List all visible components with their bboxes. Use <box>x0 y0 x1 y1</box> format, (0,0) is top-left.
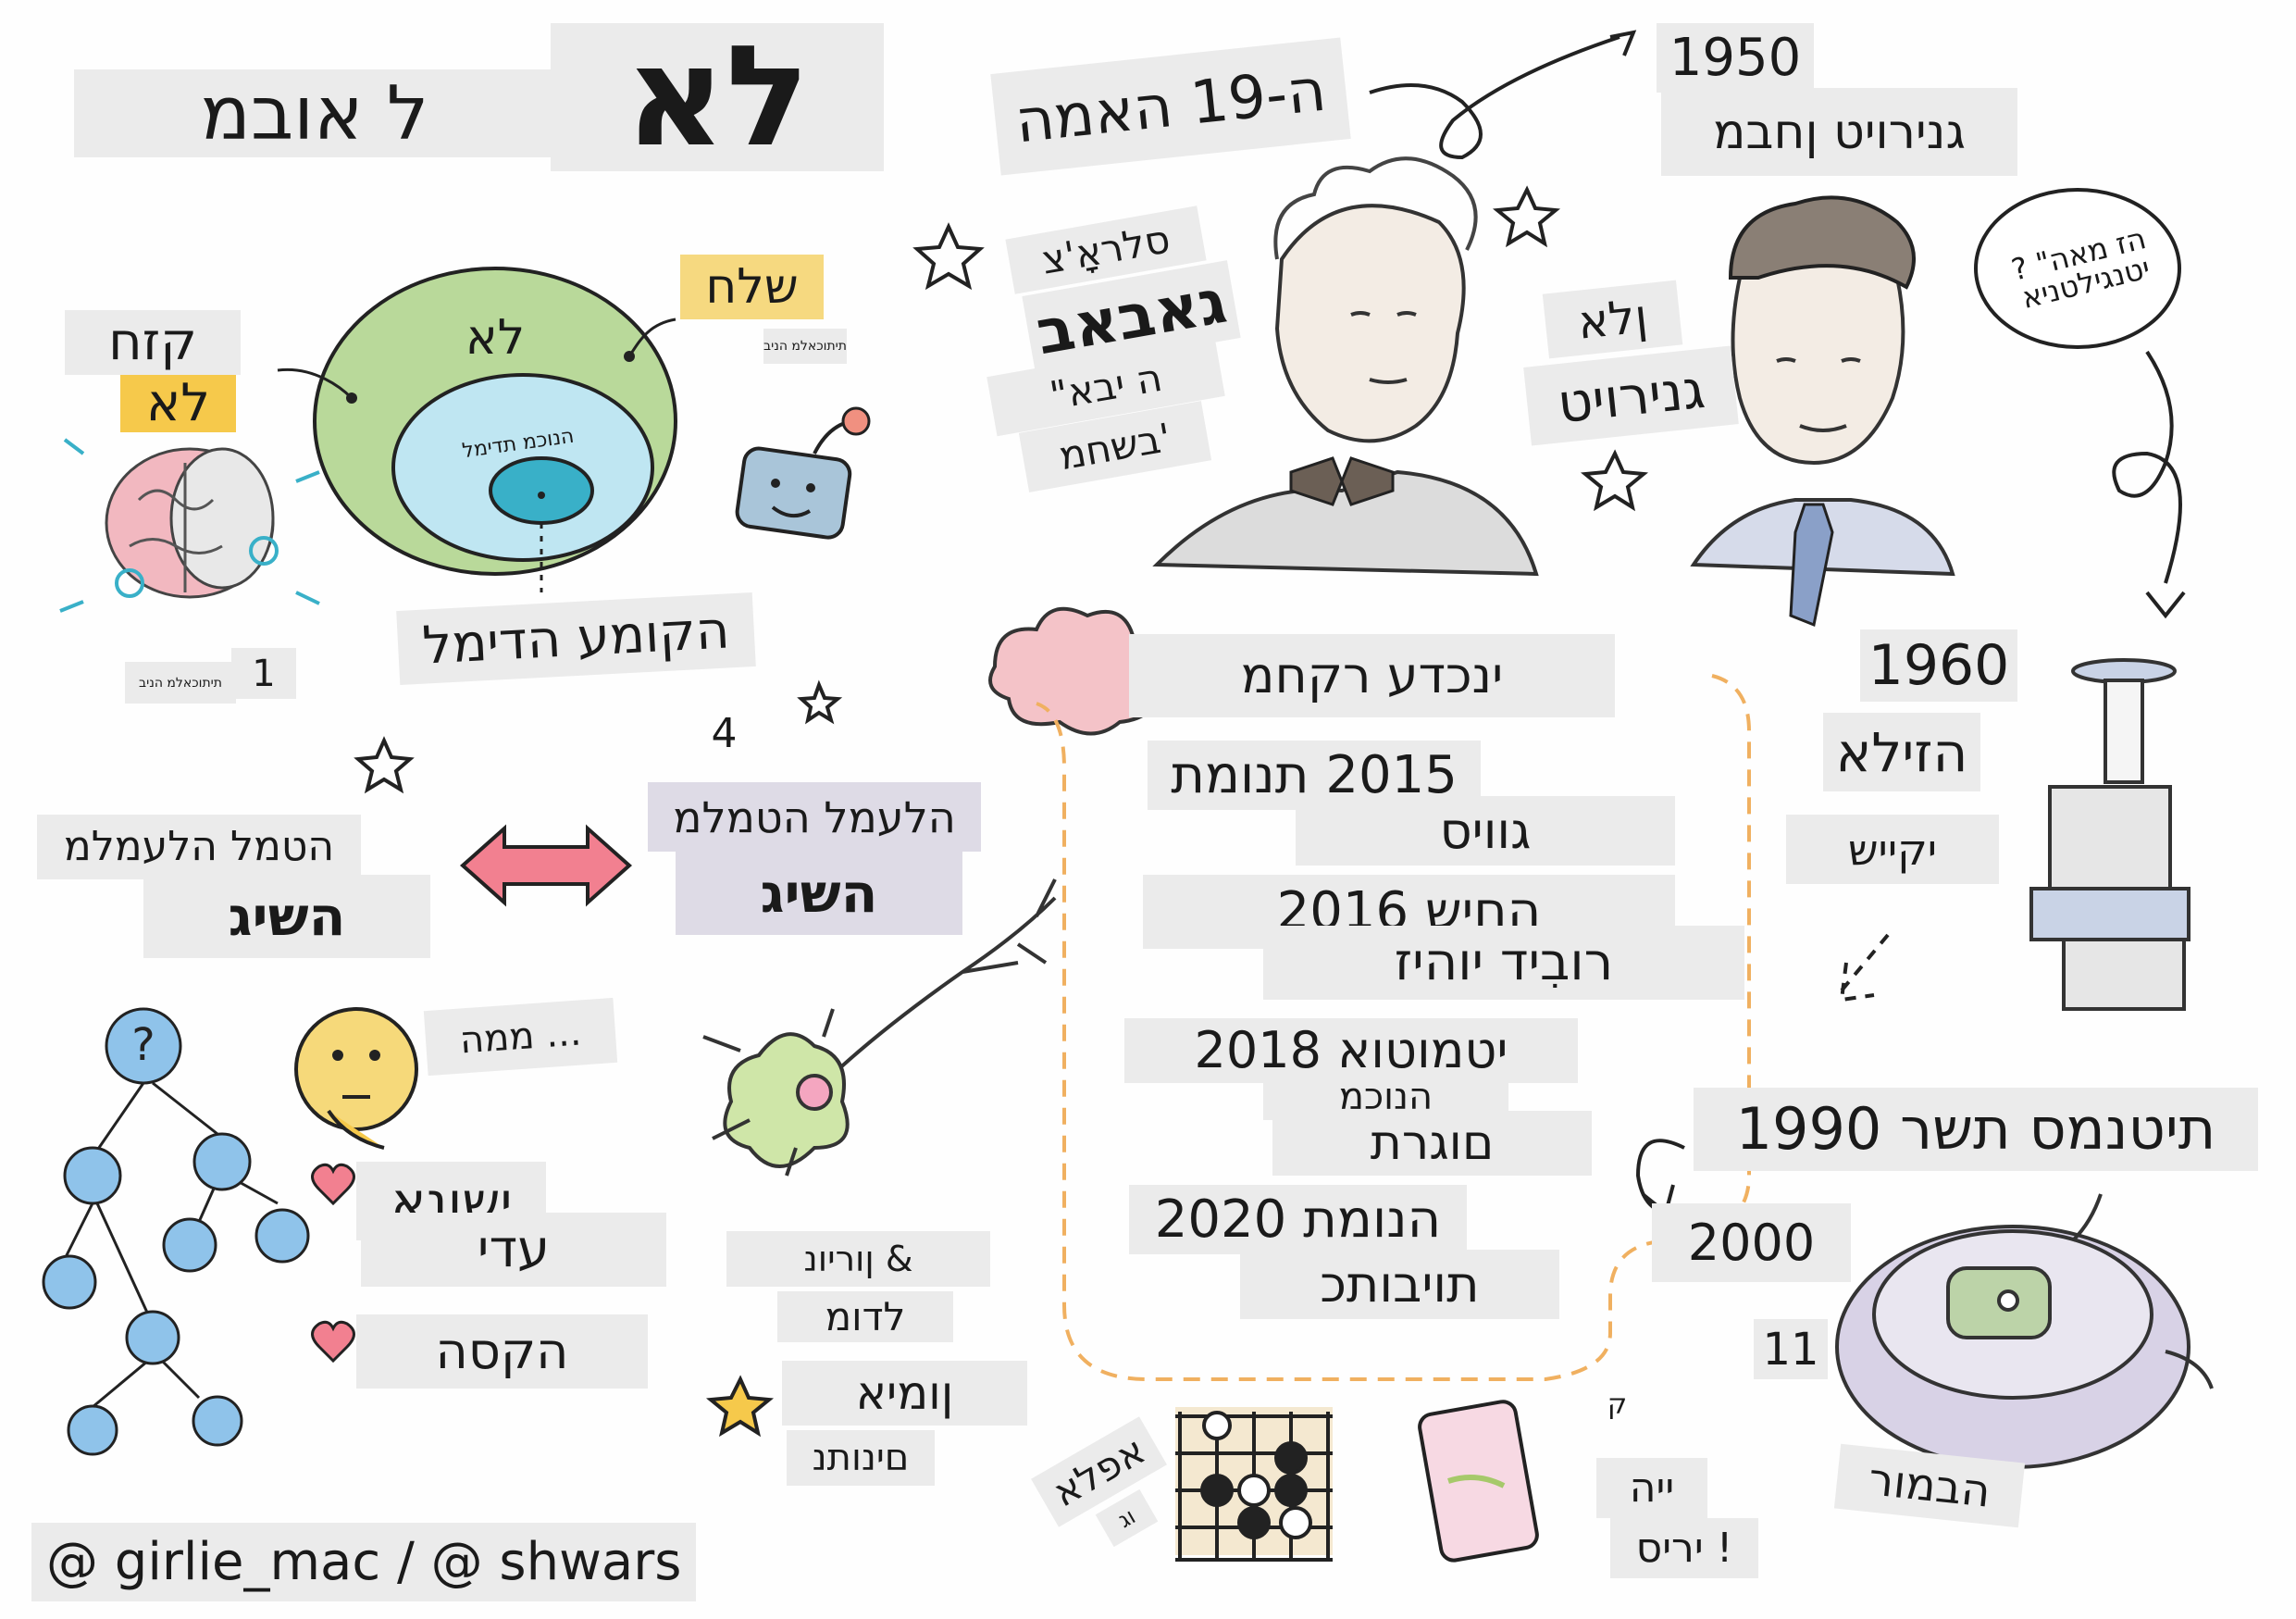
brain-icon <box>59 438 320 613</box>
star-icon <box>705 1375 775 1438</box>
shakey-label-2: יקייש <box>1786 815 1999 884</box>
note-small: תיתוכאלמ הניב <box>125 662 236 704</box>
neuron-label-2: לדומ <box>777 1291 953 1342</box>
double-arrow-icon <box>459 824 633 907</box>
babbage-portrait <box>1152 156 1539 577</box>
neuron-label-4: םינותנ <box>787 1430 935 1486</box>
timeline-2018-line1: יטמוטוא 2018 <box>1124 1018 1578 1083</box>
bottom-up-label-2: השיג <box>676 852 962 935</box>
page-title-rest: ל אובמ <box>74 69 555 157</box>
robot-icon <box>735 406 871 540</box>
timeline-2020-line2: תויבותכ <box>1240 1250 1559 1319</box>
timeline-2018-line3: םוגרת <box>1272 1111 1592 1176</box>
turing-portrait <box>1690 195 1955 628</box>
roomba-icon <box>1835 1193 2214 1469</box>
zone-label: קזח <box>65 310 241 375</box>
year-1960: 1960 <box>1860 629 2017 702</box>
year-2000: 2000 <box>1652 1203 1851 1282</box>
timeline-2015-line2: גוויס <box>1296 796 1675 866</box>
thinking-face-icon <box>294 1007 418 1150</box>
note-one: 1 <box>231 648 296 699</box>
side-number: 4 <box>711 709 738 757</box>
thinking-label: ... ממה <box>423 997 618 1077</box>
zone-label-2: לא <box>120 375 236 432</box>
side-small-note: תיתוכאלמ הניב <box>763 329 847 364</box>
shakey-label-1: הזילא <box>1823 713 1980 791</box>
speech-bubble <box>1974 188 2181 349</box>
circle-ai-label: לא <box>465 310 526 366</box>
inference-label: הקסה <box>356 1314 648 1389</box>
ai-ml-dl-diagram-icon <box>277 267 677 592</box>
bottom-up-label-1: הלעמל הטמלמ <box>648 782 981 852</box>
star-icon <box>354 185 1649 794</box>
number-11: 11 <box>1754 1319 1828 1379</box>
svg-text:?: ? <box>131 1019 155 1071</box>
siri-label-2: ! יריס <box>1610 1518 1758 1578</box>
year-1950: 1950 <box>1657 23 1814 93</box>
side-label: שלח <box>680 255 824 319</box>
top-down-label-2: השיג <box>143 875 430 958</box>
siri-label-1: ייה <box>1596 1458 1707 1518</box>
top-down-label-1: הטמל הלעמלמ <box>37 815 361 879</box>
credit-text: @ girlie_mac / @ shwars <box>31 1523 697 1601</box>
phone-icon <box>1418 1400 1539 1563</box>
knowledge-label-2: עדי <box>361 1213 666 1287</box>
arrow-icon <box>1369 30 2186 1216</box>
year-1990-label: תיטנמס תשר 1990 <box>1694 1088 2258 1171</box>
neuron-label-1: & ןוריונ <box>726 1231 990 1287</box>
go-board-icon <box>1175 1407 1333 1562</box>
heart-icon <box>311 1163 355 1364</box>
shakey-robot-icon <box>2029 658 2191 1011</box>
timeline-header: ינכדע רקחמ <box>1129 634 1615 717</box>
turing-test-label: גנירויט ןחבמ <box>1661 88 2017 176</box>
page-title: לא <box>551 23 884 171</box>
timeline-2016-line2: רובִיד יוהיז <box>1263 926 1744 1000</box>
tree-diagram-icon: ? <box>42 1007 310 1456</box>
neuron-label-3: ןומיא <box>782 1361 1027 1426</box>
phone-label: ק <box>1607 1388 1628 1421</box>
neuron-icon <box>702 878 1057 1177</box>
timeline-2020-line1: הנומת 2020 <box>1129 1185 1467 1254</box>
timeline-bracket <box>1036 674 1751 1381</box>
